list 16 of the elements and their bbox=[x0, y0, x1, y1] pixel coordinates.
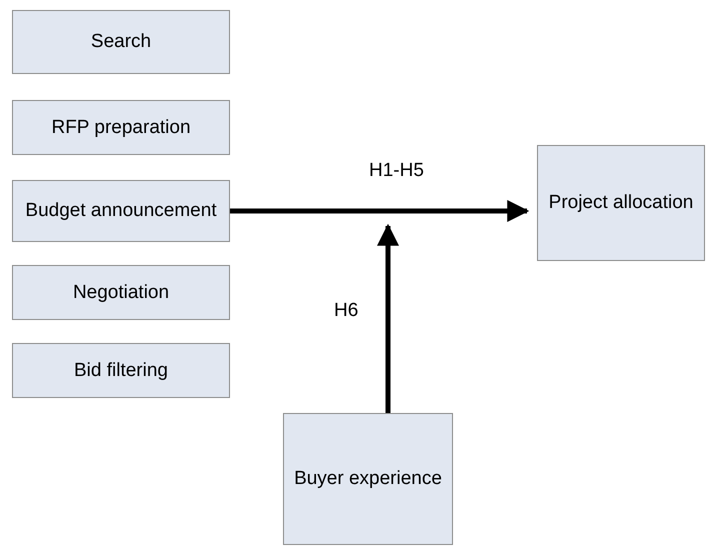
box-label: Bid filtering bbox=[74, 358, 168, 382]
process-box bbox=[12, 180, 230, 242]
box-label: RFP preparation bbox=[51, 116, 191, 140]
box-label: Buyer experience bbox=[294, 467, 442, 491]
box-label: Search bbox=[90, 30, 152, 54]
arrow bbox=[377, 224, 399, 413]
arrow bbox=[230, 200, 530, 222]
process-box bbox=[537, 145, 705, 261]
process-box bbox=[12, 100, 230, 155]
process-box bbox=[12, 10, 230, 74]
box-label: Budget announcement bbox=[25, 199, 217, 223]
box-label: Project allocation bbox=[548, 191, 694, 215]
process-box bbox=[12, 265, 230, 320]
process-box bbox=[12, 343, 230, 398]
box-label: Negotiation bbox=[72, 280, 170, 304]
process-box bbox=[283, 413, 453, 545]
